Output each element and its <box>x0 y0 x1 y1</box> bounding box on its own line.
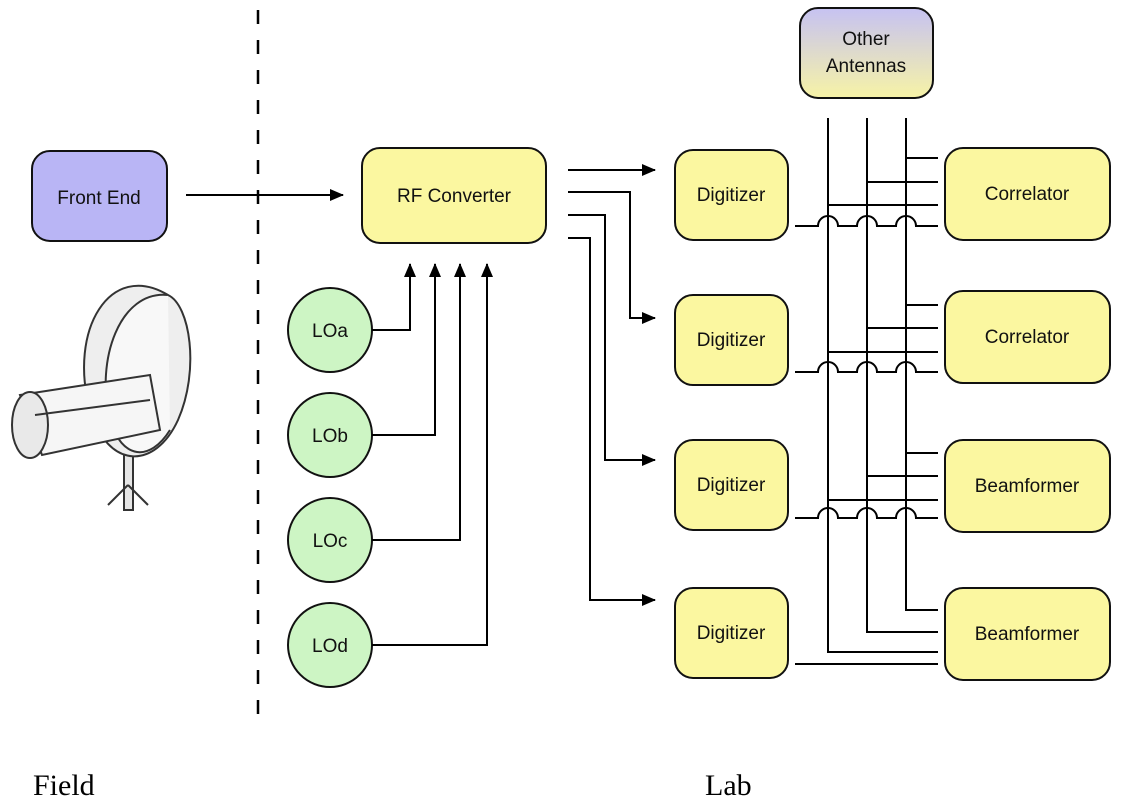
rf-converter-label: RF Converter <box>397 186 512 207</box>
field-caption: Field <box>33 769 95 802</box>
backend-beamformer-4: Beamformer <box>944 587 1111 681</box>
other-antennas-label-line1: Other <box>842 29 890 50</box>
digitizer-label: Digitizer <box>697 475 766 496</box>
lo-loc: LOc <box>287 497 373 583</box>
lo-loa: LOa <box>287 287 373 373</box>
backend-label: Beamformer <box>975 624 1080 645</box>
digitizer-label: Digitizer <box>697 330 766 351</box>
backend-label: Beamformer <box>975 476 1080 497</box>
lo-label-loc: LOc <box>313 531 348 552</box>
lo-label-lod: LOd <box>312 636 348 657</box>
other-antennas-bus-1 <box>827 118 938 653</box>
other-antennas-block: Other Antennas <box>799 7 934 99</box>
lo-label-loa: LOa <box>312 321 348 342</box>
digitizer-3: Digitizer <box>674 439 789 531</box>
backend-correlator-2: Correlator <box>944 290 1111 384</box>
lo-loa-to-rf-arrow <box>372 263 416 331</box>
backend-label: Correlator <box>985 184 1070 205</box>
lo-lob-to-rf-arrow <box>372 263 441 436</box>
digitizer-3-to-beamformer-1 <box>795 507 938 519</box>
digitizer-label: Digitizer <box>697 623 766 644</box>
backend-beamformer-3: Beamformer <box>944 439 1111 533</box>
other-antennas-bus-3 <box>905 118 938 611</box>
lo-lob: LOb <box>287 392 373 478</box>
rf-to-digitizer-3-arrow <box>568 214 656 466</box>
digitizer-label: Digitizer <box>697 185 766 206</box>
dish-antenna-icon <box>11 284 192 511</box>
other-antennas-bus-2 <box>866 118 938 633</box>
rf-converter-block: RF Converter <box>361 147 547 244</box>
backend-label: Correlator <box>985 327 1070 348</box>
lo-loc-to-rf-arrow <box>372 263 466 541</box>
lo-label-lob: LOb <box>312 426 348 447</box>
lo-lod-to-rf-arrow <box>372 263 493 646</box>
backend-correlator-1: Correlator <box>944 147 1111 241</box>
front-end-block: Front End <box>31 150 168 242</box>
front-end-label: Front End <box>57 188 140 209</box>
digitizer-1-to-correlator-1 <box>795 215 938 227</box>
digitizer-1: Digitizer <box>674 149 789 241</box>
other-antennas-label-line2: Antennas <box>826 56 906 77</box>
digitizer-2: Digitizer <box>674 294 789 386</box>
digitizer-4: Digitizer <box>674 587 789 679</box>
rf-to-digitizer-4-arrow <box>568 237 656 606</box>
lo-lod: LOd <box>287 602 373 688</box>
digitizer-2-to-correlator-2 <box>795 361 938 373</box>
rf-to-digitizer-2-arrow <box>568 191 656 324</box>
lab-caption: Lab <box>705 769 752 802</box>
